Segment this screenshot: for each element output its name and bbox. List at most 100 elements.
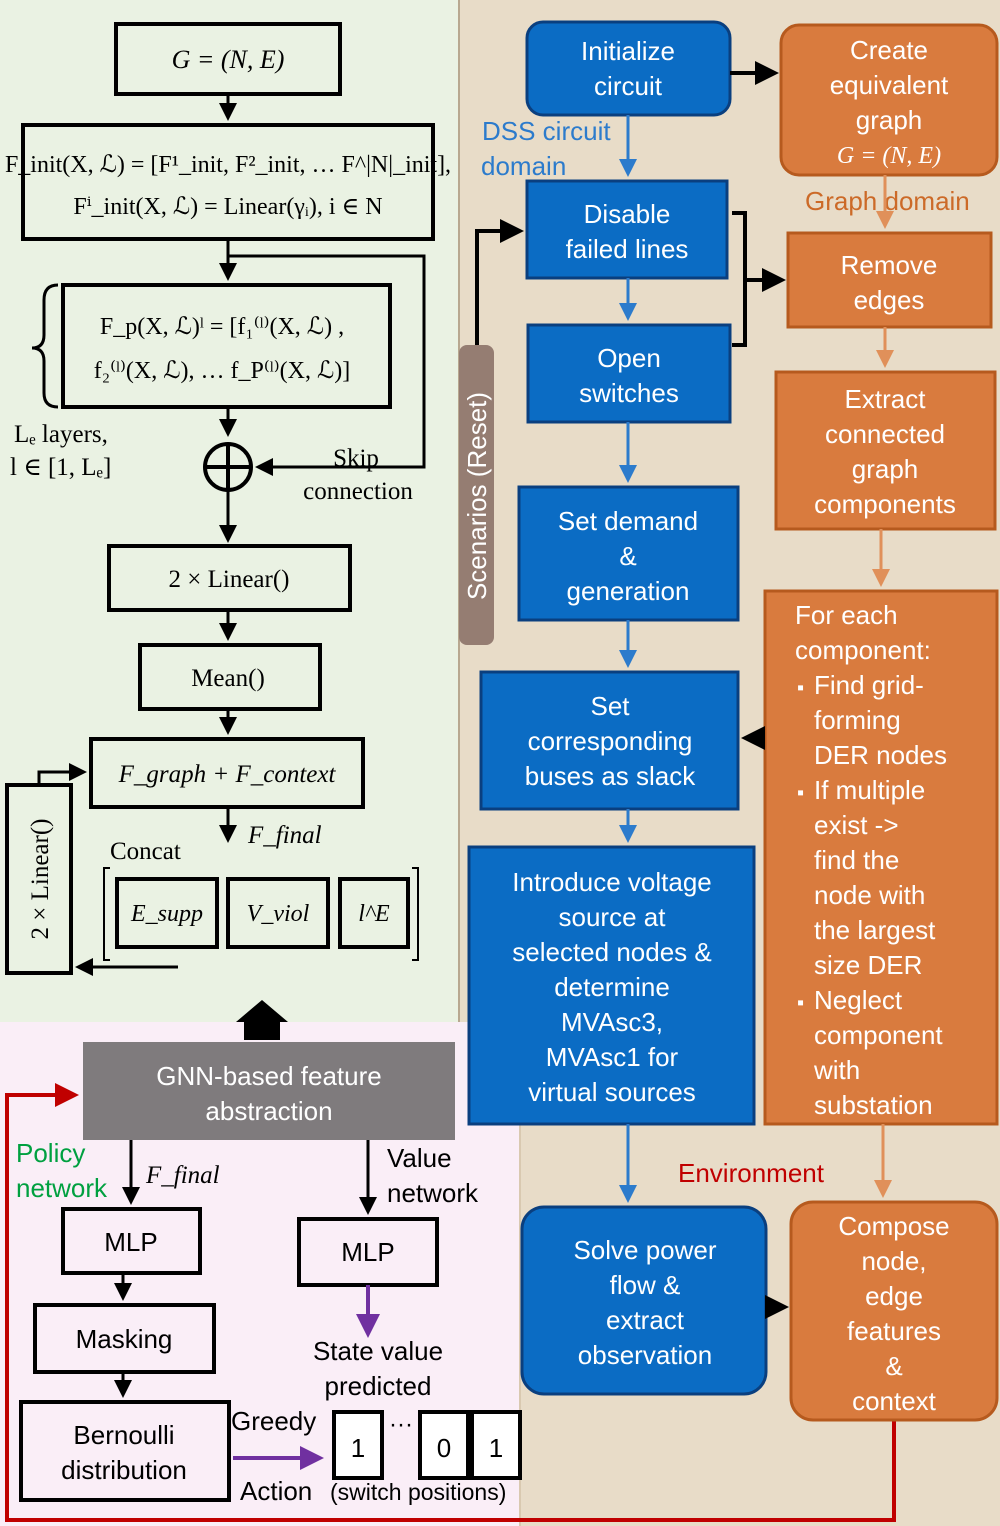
bullet2-line-6: size DER bbox=[814, 950, 922, 980]
vviol-box bbox=[226, 877, 330, 949]
demand-line3: generation bbox=[567, 576, 690, 606]
bullet2-line-4: node with bbox=[814, 880, 925, 910]
skip-connection-line bbox=[228, 254, 426, 476]
action-bit-1-box bbox=[332, 1410, 384, 1480]
disable-lines-box bbox=[525, 179, 729, 280]
action-bit-last: 1 bbox=[489, 1433, 503, 1463]
slack-line1: Set bbox=[590, 691, 630, 721]
le-box bbox=[338, 877, 410, 949]
slack-line3: buses as slack bbox=[525, 761, 697, 791]
skip-line2: connection bbox=[303, 478, 413, 505]
init-circuit-line1: Initialize bbox=[581, 36, 675, 66]
init-circuit-line2: circuit bbox=[594, 71, 663, 101]
bullet2-line-3: find the bbox=[814, 845, 899, 875]
bullet2-line-2: exist -> bbox=[814, 810, 899, 840]
esupp-box bbox=[115, 877, 219, 949]
foreach-line-1: For each bbox=[795, 600, 898, 630]
finit-line1: F_init(X, ℒ) = [F¹_init, F²_init, … F^|N… bbox=[5, 152, 451, 178]
layers-line2: l ∈ [1, Lₑ] bbox=[10, 454, 111, 481]
create-graph-box bbox=[779, 23, 999, 177]
create-line-1: Create bbox=[850, 35, 928, 65]
mean-text: Mean() bbox=[191, 665, 265, 692]
compose-line-6: context bbox=[852, 1386, 937, 1416]
extract-line-3: graph bbox=[852, 454, 919, 484]
demand-line2: & bbox=[619, 541, 636, 571]
scenarios-text: Scenarios (Reset) bbox=[462, 392, 492, 600]
gnn-feature-box bbox=[83, 1042, 455, 1140]
masking-text: Masking bbox=[76, 1324, 173, 1354]
scenarios-pill bbox=[459, 345, 494, 645]
esupp-text: E_supp bbox=[130, 901, 203, 927]
switch-positions-label: (switch positions) bbox=[330, 1479, 506, 1505]
compose-features-box bbox=[789, 1200, 999, 1422]
skip-line1: Skip bbox=[333, 445, 379, 472]
fp-line2: f₂⁽ˡ⁾(X, ℒ), … f_P⁽ˡ⁾(X, ℒ)] bbox=[94, 358, 350, 384]
greedy-label: Greedy bbox=[231, 1406, 316, 1436]
policy-panel: GNN-based feature abstraction Policy net… bbox=[16, 1042, 522, 1506]
side-linear-text: 2 × Linear() bbox=[27, 819, 54, 940]
disable-line1: Disable bbox=[584, 199, 671, 229]
bullet1-line-2: forming bbox=[814, 705, 901, 735]
concat-bracket-right bbox=[412, 867, 419, 961]
value-line2: network bbox=[387, 1178, 479, 1208]
concat-bracket-left bbox=[103, 867, 110, 961]
demand-line1: Set demand bbox=[558, 506, 698, 536]
open-line1: Open bbox=[597, 343, 661, 373]
intro-line-2: source at bbox=[559, 902, 667, 932]
remove-line2: edges bbox=[854, 285, 925, 315]
bullet3-line-3: with bbox=[813, 1055, 860, 1085]
introduce-voltage-box bbox=[467, 845, 756, 1126]
remove-line1: Remove bbox=[841, 250, 938, 280]
policy-line2: network bbox=[16, 1173, 108, 1203]
create-graph-def: G = (N, E) bbox=[837, 143, 941, 169]
policy-line1: Policy bbox=[16, 1138, 85, 1168]
bernoulli-line1: Bernoulli bbox=[73, 1420, 174, 1450]
policy-mlp-text: MLP bbox=[104, 1227, 157, 1257]
layers-brace bbox=[31, 283, 59, 409]
open-line2: switches bbox=[579, 378, 679, 408]
environment-label: Environment bbox=[678, 1158, 825, 1188]
bernoulli-box bbox=[19, 1400, 231, 1502]
extract-components-box bbox=[774, 370, 997, 531]
foreach-line-2: component: bbox=[795, 635, 931, 665]
bullet-1: ▪ bbox=[797, 677, 804, 699]
mean-box bbox=[138, 643, 322, 711]
bullet3-line-2: component bbox=[814, 1020, 943, 1050]
create-line-3: graph bbox=[856, 105, 923, 135]
create-line-2: equivalent bbox=[830, 70, 949, 100]
solve-line-2: flow & bbox=[610, 1270, 681, 1300]
extract-line-4: components bbox=[814, 489, 956, 519]
disable-line2: failed lines bbox=[566, 234, 689, 264]
bernoulli-line2: distribution bbox=[61, 1455, 187, 1485]
bullet1-line-1: Find grid- bbox=[814, 670, 924, 700]
vviol-text: V_viol bbox=[247, 901, 310, 927]
fsum-text: F_graph + F_context bbox=[118, 761, 337, 788]
solve-line-4: observation bbox=[578, 1340, 712, 1370]
gnn-panel: G = (N, E) F_init(X, ℒ) = [F¹_init, F²_i… bbox=[5, 22, 451, 1040]
value-line1: Value bbox=[387, 1143, 452, 1173]
action-bit-0-box bbox=[418, 1410, 470, 1480]
compose-line-2: node, bbox=[861, 1246, 926, 1276]
layers-line1: Lₑ layers, bbox=[14, 421, 108, 448]
action-label: Action bbox=[240, 1476, 312, 1506]
set-slack-box bbox=[479, 670, 740, 811]
bullet3-line-4: substation bbox=[814, 1090, 933, 1120]
dss-domain-line1: DSS circuit bbox=[482, 116, 611, 146]
arrow-scenarios-to-disable bbox=[475, 219, 524, 345]
bullet-3: ▪ bbox=[797, 992, 804, 1014]
compose-line-4: features bbox=[847, 1316, 941, 1346]
fp-line1: F_p(X, ℒ)ˡ = [f₁⁽ˡ⁾(X, ℒ) , bbox=[100, 314, 344, 340]
slack-line2: corresponding bbox=[528, 726, 693, 756]
bullet1-line-3: DER nodes bbox=[814, 740, 947, 770]
value-mlp-text: MLP bbox=[341, 1237, 394, 1267]
concat-label: Concat bbox=[110, 838, 181, 865]
solve-line-3: extract bbox=[606, 1305, 685, 1335]
le-text: l^E bbox=[358, 901, 390, 927]
intro-line-7: virtual sources bbox=[528, 1077, 696, 1107]
gnn-feature-line1: GNN-based feature bbox=[156, 1061, 381, 1091]
compose-line-5: & bbox=[885, 1351, 902, 1381]
action-bit-1: 1 bbox=[351, 1433, 365, 1463]
for-each-component-box bbox=[763, 589, 999, 1126]
action-bit-0: 0 bbox=[437, 1433, 451, 1463]
